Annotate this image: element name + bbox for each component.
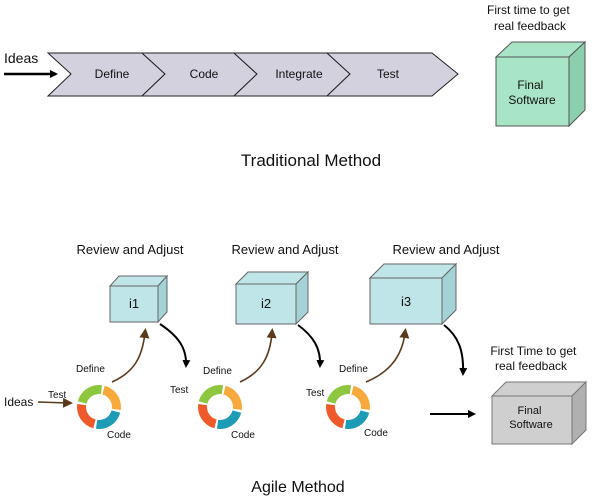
traditional-final-line-1: Final bbox=[517, 78, 543, 92]
agile-feedback-line-1: First Time to get bbox=[490, 344, 577, 358]
traditional-final-label: Final Software bbox=[508, 78, 556, 107]
stage-label-define: Define bbox=[95, 67, 130, 81]
agile-section: Review and Adjust Review and Adjust Revi… bbox=[4, 242, 588, 496]
traditional-caption: Traditional Method bbox=[241, 151, 381, 170]
traditional-feedback-line-1: First time to get bbox=[487, 3, 570, 17]
down-arrow-2 bbox=[297, 324, 325, 368]
iteration-label-i1: i1 bbox=[129, 296, 139, 311]
cycle-1 bbox=[76, 384, 122, 430]
agile-feedback-label: First Time to get real feedback bbox=[490, 344, 579, 373]
cycle-segment-test bbox=[216, 410, 242, 430]
cycle-1-test-label: Test bbox=[48, 390, 67, 401]
cycle-3-code-label: Code bbox=[364, 428, 388, 439]
stage-label-code: Code bbox=[190, 67, 219, 81]
agile-ideas-arrow bbox=[37, 397, 73, 408]
cycle-segment-ideas bbox=[197, 403, 217, 429]
traditional-section: Ideas Define Code Integrate Test First t… bbox=[4, 3, 587, 170]
cycle-2-define-label: Define bbox=[203, 366, 232, 377]
cycle-segment-ideas bbox=[325, 403, 345, 429]
cycle-segment-test bbox=[95, 410, 121, 430]
cycle-segment-define bbox=[198, 384, 224, 404]
cycle-3 bbox=[325, 384, 371, 430]
iteration-label-i3: i3 bbox=[401, 294, 411, 309]
cycle-segment-code bbox=[351, 385, 371, 411]
review-label-3: Review and Adjust bbox=[393, 242, 500, 257]
traditional-pipeline: Define Code Integrate Test bbox=[46, 52, 459, 97]
down-arrow-3 bbox=[443, 324, 468, 376]
agile-caption: Agile Method bbox=[251, 479, 344, 496]
agile-feedback-line-2: real feedback bbox=[495, 359, 568, 373]
cycle-3-test-label: Test bbox=[306, 388, 325, 399]
cycle-segment-define bbox=[326, 384, 352, 404]
traditional-final-line-2: Software bbox=[508, 93, 556, 107]
agile-ideas-label: Ideas bbox=[4, 395, 33, 409]
stage-label-integrate: Integrate bbox=[275, 67, 323, 81]
agile-final-line-2: Software bbox=[509, 419, 552, 431]
cycle-segment-ideas bbox=[76, 403, 96, 429]
review-label-1: Review and Adjust bbox=[77, 242, 184, 257]
traditional-feedback-label: First time to get real feedback bbox=[487, 3, 573, 33]
up-arrow-1 bbox=[111, 328, 150, 383]
stage-label-test: Test bbox=[377, 67, 400, 81]
cycle-2-test-label: Test bbox=[170, 385, 189, 396]
down-arrow-1 bbox=[159, 323, 191, 368]
cycle-2 bbox=[197, 384, 243, 430]
cycle-1-define-label: Define bbox=[76, 364, 105, 375]
cycle-segment-code bbox=[223, 385, 243, 411]
agile-final-software-box bbox=[490, 380, 588, 446]
cycle-3-define-label: Define bbox=[339, 364, 368, 375]
cycle-segment-code bbox=[102, 385, 122, 411]
traditional-feedback-line-2: real feedback bbox=[494, 19, 567, 33]
up-arrow-2 bbox=[239, 328, 277, 383]
traditional-ideas-label: Ideas bbox=[4, 50, 38, 66]
traditional-final-software-box bbox=[494, 40, 587, 128]
stage-chevron-test bbox=[325, 52, 459, 97]
iteration-box-i1 bbox=[108, 274, 169, 324]
iteration-label-i2: i2 bbox=[261, 296, 271, 311]
cycle-2-code-label: Code bbox=[231, 430, 255, 441]
cycle-segment-test bbox=[344, 410, 370, 430]
iteration-box-i2 bbox=[234, 270, 310, 326]
cycle-1-code-label: Code bbox=[107, 430, 131, 441]
agile-final-line-1: Final bbox=[518, 405, 542, 417]
up-arrow-3 bbox=[365, 328, 410, 383]
review-label-2: Review and Adjust bbox=[232, 242, 339, 257]
cycle-segment-define bbox=[77, 384, 103, 404]
iteration-box-i3 bbox=[368, 262, 458, 326]
agile-final-label: Final Software bbox=[509, 405, 552, 431]
